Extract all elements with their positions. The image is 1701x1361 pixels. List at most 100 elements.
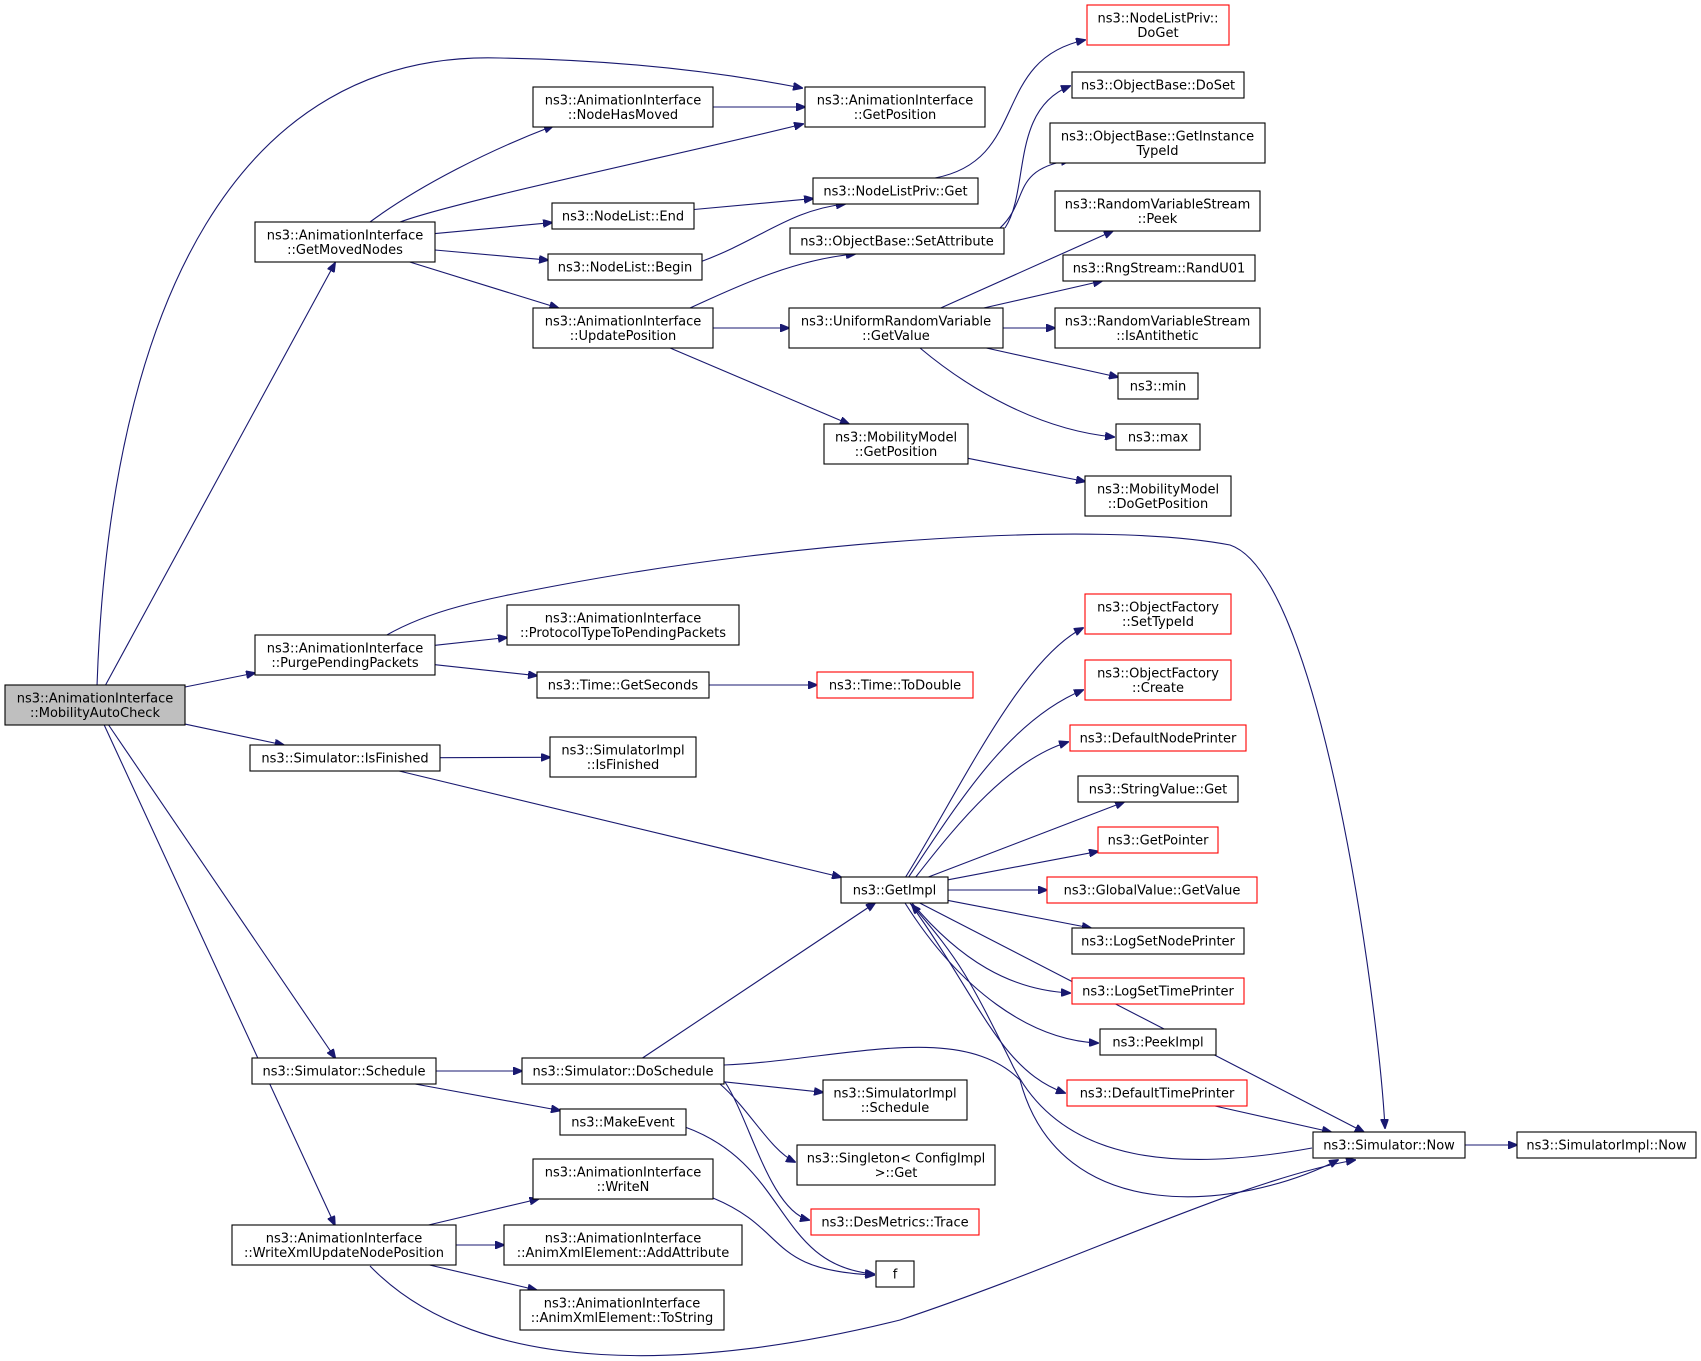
node-box[interactable] bbox=[559, 1108, 687, 1136]
node-rvsIsAntithetic[interactable]: ns3::RandomVariableStream::IsAntithetic bbox=[1054, 307, 1261, 349]
node-box[interactable] bbox=[1117, 372, 1199, 400]
node-box[interactable] bbox=[549, 736, 697, 778]
node-f[interactable]: f bbox=[875, 1260, 915, 1288]
node-box[interactable] bbox=[875, 1260, 915, 1288]
node-simNow[interactable]: ns3::Simulator::Now bbox=[1312, 1131, 1466, 1159]
node-mmGetPosition[interactable]: ns3::MobilityModel::GetPosition bbox=[823, 423, 969, 465]
node-box[interactable] bbox=[796, 1144, 996, 1186]
node-box[interactable] bbox=[1115, 423, 1201, 451]
node-desMetricsTrace[interactable]: ns3::DesMetrics::Trace bbox=[810, 1208, 980, 1236]
node-obDoSet[interactable]: ns3::ObjectBase::DoSet bbox=[1071, 71, 1245, 99]
node-nlpGet[interactable]: ns3::NodeListPriv::Get bbox=[812, 177, 979, 205]
node-logSetNodePrinter[interactable]: ns3::LogSetNodePrinter bbox=[1071, 927, 1245, 955]
node-rvsPeek[interactable]: ns3::RandomVariableStream::Peek bbox=[1054, 190, 1261, 232]
node-simImplNow[interactable]: ns3::SimulatorImpl::Now bbox=[1516, 1131, 1697, 1159]
node-urvGetValue[interactable]: ns3::UniformRandomVariable::GetValue bbox=[788, 307, 1004, 349]
node-ofCreate[interactable]: ns3::ObjectFactory::Create bbox=[1084, 659, 1232, 701]
node-makeEvent[interactable]: ns3::MakeEvent bbox=[559, 1108, 687, 1136]
node-mmDoGetPosition[interactable]: ns3::MobilityModel::DoGetPosition bbox=[1084, 475, 1232, 517]
node-box[interactable] bbox=[551, 202, 695, 230]
node-box[interactable] bbox=[1071, 71, 1245, 99]
node-box[interactable] bbox=[1084, 475, 1232, 517]
node-ofSetTypeId[interactable]: ns3::ObjectFactory::SetTypeId bbox=[1084, 593, 1232, 635]
node-box[interactable] bbox=[1069, 724, 1247, 752]
node-timeGetSeconds[interactable]: ns3::Time::GetSeconds bbox=[536, 671, 710, 699]
node-box[interactable] bbox=[1071, 927, 1245, 955]
node-aiGetPosition[interactable]: ns3::AnimationInterface::GetPosition bbox=[804, 86, 986, 128]
node-box[interactable] bbox=[788, 307, 1004, 349]
node-box[interactable] bbox=[1097, 826, 1219, 854]
node-max[interactable]: ns3::max bbox=[1115, 423, 1201, 451]
node-box[interactable] bbox=[1086, 4, 1230, 46]
node-box[interactable] bbox=[1516, 1131, 1697, 1159]
node-protocolType[interactable]: ns3::AnimationInterface::ProtocolTypeToP… bbox=[506, 604, 740, 646]
node-box[interactable] bbox=[1054, 307, 1261, 349]
node-nlpDoGet[interactable]: ns3::NodeListPriv::DoGet bbox=[1086, 4, 1230, 46]
node-writeXml[interactable]: ns3::AnimationInterface::WriteXmlUpdateN… bbox=[231, 1224, 457, 1266]
node-box[interactable] bbox=[254, 634, 436, 676]
node-box[interactable] bbox=[816, 671, 974, 699]
node-box[interactable] bbox=[532, 86, 714, 128]
node-box[interactable] bbox=[1099, 1028, 1217, 1056]
node-box[interactable] bbox=[521, 1057, 725, 1085]
node-nlBegin[interactable]: ns3::NodeList::Begin bbox=[547, 253, 703, 281]
node-box[interactable] bbox=[810, 1208, 980, 1236]
node-box[interactable] bbox=[804, 86, 986, 128]
node-box[interactable] bbox=[254, 221, 436, 263]
node-box[interactable] bbox=[1084, 659, 1232, 701]
node-globalValueGetValue[interactable]: ns3::GlobalValue::GetValue bbox=[1046, 876, 1258, 904]
node-nlEnd[interactable]: ns3::NodeList::End bbox=[551, 202, 695, 230]
node-logSetTimePrinter[interactable]: ns3::LogSetTimePrinter bbox=[1071, 977, 1245, 1005]
node-box[interactable] bbox=[823, 423, 969, 465]
node-stringValueGet[interactable]: ns3::StringValue::Get bbox=[1077, 775, 1239, 803]
node-box[interactable] bbox=[519, 1289, 725, 1331]
node-obSetAttribute[interactable]: ns3::ObjectBase::SetAttribute bbox=[789, 227, 1005, 255]
node-box[interactable] bbox=[532, 1158, 714, 1200]
node-box[interactable] bbox=[789, 227, 1005, 255]
node-peekImpl[interactable]: ns3::PeekImpl bbox=[1099, 1028, 1217, 1056]
node-box[interactable] bbox=[1071, 977, 1245, 1005]
node-box[interactable] bbox=[1312, 1131, 1466, 1159]
node-box[interactable] bbox=[547, 253, 703, 281]
node-purgePending[interactable]: ns3::AnimationInterface::PurgePendingPac… bbox=[254, 634, 436, 676]
node-simImplIsFinished[interactable]: ns3::SimulatorImpl::IsFinished bbox=[549, 736, 697, 778]
node-root[interactable]: ns3::AnimationInterface::MobilityAutoChe… bbox=[4, 684, 186, 726]
node-defaultNodePrinter[interactable]: ns3::DefaultNodePrinter bbox=[1069, 724, 1247, 752]
node-box[interactable] bbox=[1066, 1079, 1248, 1107]
node-timeToDouble[interactable]: ns3::Time::ToDouble bbox=[816, 671, 974, 699]
node-randU01[interactable]: ns3::RngStream::RandU01 bbox=[1062, 254, 1256, 282]
node-writeN[interactable]: ns3::AnimationInterface::WriteN bbox=[532, 1158, 714, 1200]
node-box[interactable] bbox=[812, 177, 979, 205]
node-toString[interactable]: ns3::AnimationInterface::AnimXmlElement:… bbox=[519, 1289, 725, 1331]
node-nodeHasMoved[interactable]: ns3::AnimationInterface::NodeHasMoved bbox=[532, 86, 714, 128]
node-box[interactable] bbox=[840, 876, 949, 904]
node-simImplSchedule[interactable]: ns3::SimulatorImpl::Schedule bbox=[822, 1079, 968, 1121]
node-box[interactable] bbox=[231, 1224, 457, 1266]
node-box[interactable] bbox=[532, 307, 714, 349]
node-simSchedule[interactable]: ns3::Simulator::Schedule bbox=[251, 1057, 437, 1085]
node-box[interactable] bbox=[1049, 122, 1266, 164]
node-box[interactable] bbox=[1062, 254, 1256, 282]
node-box[interactable] bbox=[822, 1079, 968, 1121]
node-box[interactable] bbox=[1046, 876, 1258, 904]
node-simDoSchedule[interactable]: ns3::Simulator::DoSchedule bbox=[521, 1057, 725, 1085]
node-box[interactable] bbox=[4, 684, 186, 726]
node-box[interactable] bbox=[251, 1057, 437, 1085]
node-addAttribute[interactable]: ns3::AnimationInterface::AnimXmlElement:… bbox=[503, 1224, 743, 1266]
node-singletonGet[interactable]: ns3::Singleton< ConfigImpl>::Get bbox=[796, 1144, 996, 1186]
node-box[interactable] bbox=[506, 604, 740, 646]
node-getMovedNodes[interactable]: ns3::AnimationInterface::GetMovedNodes bbox=[254, 221, 436, 263]
node-box[interactable] bbox=[1054, 190, 1261, 232]
node-box[interactable] bbox=[249, 744, 441, 772]
node-defaultTimePrinter[interactable]: ns3::DefaultTimePrinter bbox=[1066, 1079, 1248, 1107]
node-box[interactable] bbox=[536, 671, 710, 699]
node-getPointer[interactable]: ns3::GetPointer bbox=[1097, 826, 1219, 854]
node-updatePosition[interactable]: ns3::AnimationInterface::UpdatePosition bbox=[532, 307, 714, 349]
node-min[interactable]: ns3::min bbox=[1117, 372, 1199, 400]
node-box[interactable] bbox=[503, 1224, 743, 1266]
node-box[interactable] bbox=[1084, 593, 1232, 635]
node-getImpl[interactable]: ns3::GetImpl bbox=[840, 876, 949, 904]
node-box[interactable] bbox=[1077, 775, 1239, 803]
node-simIsFinished[interactable]: ns3::Simulator::IsFinished bbox=[249, 744, 441, 772]
